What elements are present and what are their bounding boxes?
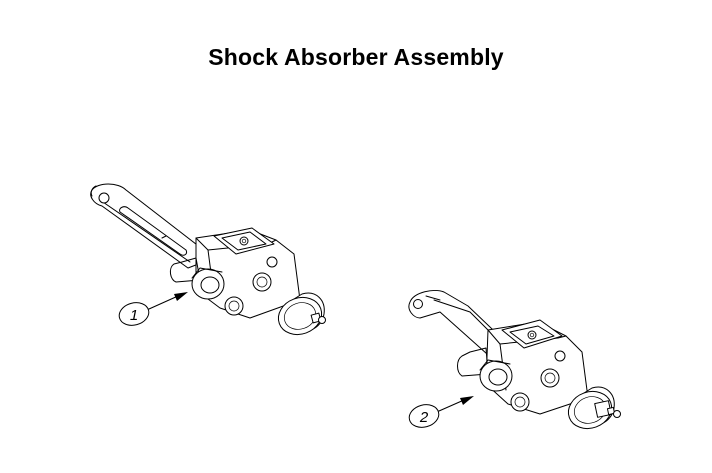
callout-1-arrowhead bbox=[174, 292, 188, 301]
shock-absorber-assembly-1: 1 bbox=[90, 183, 326, 336]
pivot-eye-1 bbox=[191, 267, 225, 300]
callout-2-arrowhead bbox=[460, 396, 474, 405]
callout-2: 2 bbox=[408, 396, 474, 428]
callout-2-label: 2 bbox=[419, 409, 429, 426]
housing-1 bbox=[169, 227, 301, 319]
callout-1-label: 1 bbox=[130, 307, 138, 324]
callout-1: 1 bbox=[118, 292, 188, 326]
end-cap-1 bbox=[277, 292, 326, 336]
pivot-eye-2 bbox=[479, 359, 513, 392]
end-cap-2 bbox=[567, 386, 621, 430]
shock-absorber-assembly-2: 2 bbox=[408, 289, 621, 430]
diagram-title: Shock Absorber Assembly bbox=[208, 44, 504, 70]
